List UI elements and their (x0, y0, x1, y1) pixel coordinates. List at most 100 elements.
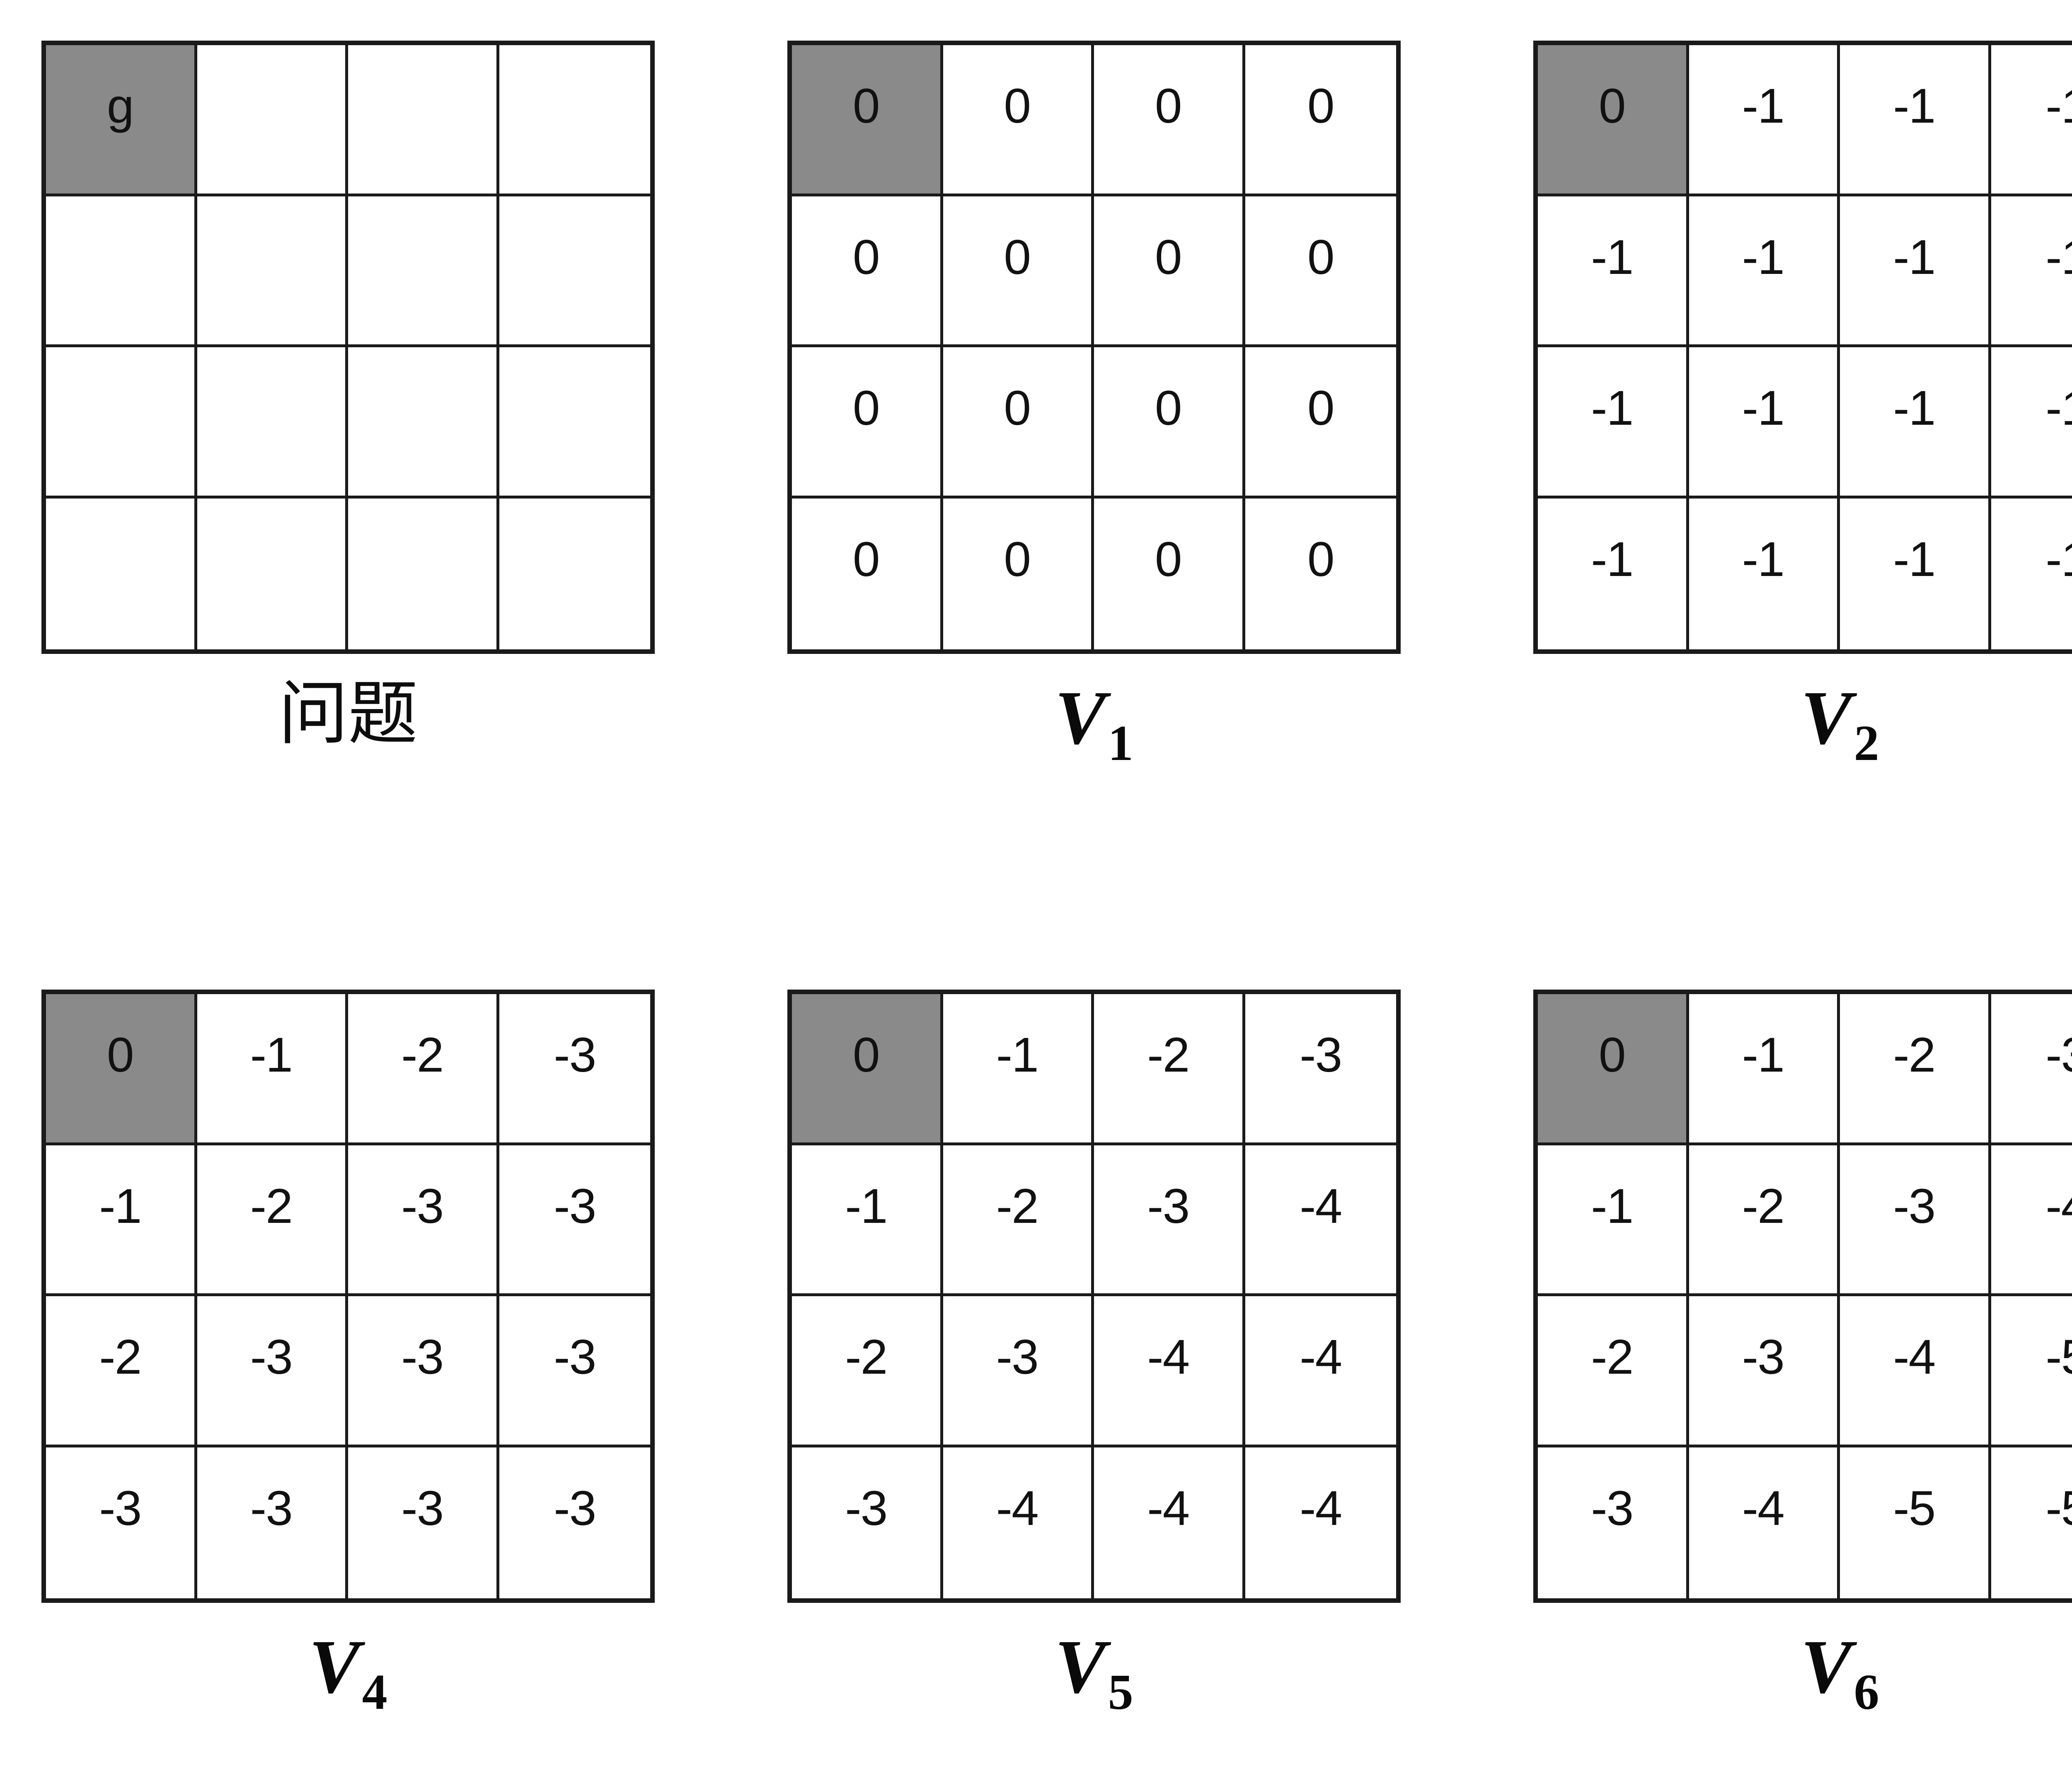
caption-text: 问题 (278, 676, 418, 753)
caption-subscript: 5 (1108, 1664, 1133, 1721)
caption-symbol: V5 (1055, 1624, 1133, 1718)
grid-cell: -3 (348, 1447, 499, 1598)
grid-cell (348, 347, 499, 499)
grid-cell: -3 (1840, 1145, 1991, 1296)
grid-cell: -3 (197, 1447, 348, 1598)
grid-cell: -1 (1538, 347, 1689, 499)
grid-cell (46, 196, 197, 347)
grid-caption-v4: V4 (41, 1629, 655, 1736)
grid-cell: -3 (792, 1447, 943, 1598)
grid-cell: -3 (197, 1296, 348, 1447)
grid-caption-problem: 问题 (41, 680, 655, 787)
grid-cell: -1 (1689, 994, 1840, 1145)
grid-caption-v6: V6 (1533, 1629, 2072, 1736)
grid-cell: 0 (792, 196, 943, 347)
grid-cell: -3 (499, 994, 650, 1145)
grid-cell: -3 (499, 1145, 650, 1296)
caption-base: V (309, 1624, 360, 1709)
grid-cell: 0 (943, 196, 1094, 347)
grid-cell: -1 (1538, 1145, 1689, 1296)
grid-cell: -2 (1689, 1145, 1840, 1296)
grid-panel-v6: 0-1-2-3-1-2-3-4-2-3-4-5-3-4-5-5V6 (1515, 949, 2072, 1774)
value-grid-problem: g (41, 41, 655, 654)
grid-cell (197, 196, 348, 347)
grid-cell (499, 347, 650, 499)
grid-cell: -3 (348, 1296, 499, 1447)
grid-cell: -1 (197, 994, 348, 1145)
caption-symbol: V2 (1801, 675, 1879, 769)
grid-cell: -1 (1689, 196, 1840, 347)
grid-cell: -3 (1245, 994, 1396, 1145)
caption-base: V (1055, 1624, 1106, 1709)
grid-cell: 0 (792, 45, 943, 196)
grid-cell (499, 45, 650, 196)
grid-cell: -4 (1991, 1145, 2072, 1296)
grid-cell (348, 196, 499, 347)
grid-cell: 0 (792, 347, 943, 499)
grid-cell: -1 (1991, 498, 2072, 649)
grid-cell (348, 498, 499, 649)
value-grid-v6: 0-1-2-3-1-2-3-4-2-3-4-5-3-4-5-5 (1533, 990, 2072, 1603)
grid-cell: -3 (943, 1296, 1094, 1447)
grid-cell: 0 (943, 498, 1094, 649)
value-grid-v2: 0-1-1-1-1-1-1-1-1-1-1-1-1-1-1-1 (1533, 41, 2072, 654)
grid-cell: -3 (1538, 1447, 1689, 1598)
caption-symbol: V4 (309, 1624, 387, 1718)
grid-cell (499, 498, 650, 649)
grid-cell: -1 (46, 1145, 197, 1296)
grid-cell: -2 (348, 994, 499, 1145)
grid-cell: 0 (1094, 498, 1245, 649)
grid-caption-v2: V2 (1533, 680, 2072, 787)
grid-cell: -1 (1840, 498, 1991, 649)
grid-cell: 0 (1245, 347, 1396, 499)
grid-cell: -4 (1689, 1447, 1840, 1598)
grid-cell: -1 (1840, 196, 1991, 347)
caption-subscript: 1 (1108, 715, 1133, 772)
grid-cell (197, 498, 348, 649)
grid-cell: -1 (1991, 347, 2072, 499)
grid-cell: -4 (1245, 1447, 1396, 1598)
grid-panel-problem: g 问题 (23, 0, 769, 949)
grid-cell: 0 (1245, 45, 1396, 196)
grid-cell: 0 (1245, 196, 1396, 347)
grid-cell (46, 347, 197, 499)
grid-cell: -2 (1538, 1296, 1689, 1447)
grid-cell: -3 (499, 1296, 650, 1447)
grid-cell: -4 (943, 1447, 1094, 1598)
grid-cell: 0 (792, 498, 943, 649)
grid-cell: -2 (197, 1145, 348, 1296)
grid-cell: 0 (1538, 994, 1689, 1145)
grid-cell: -1 (1689, 498, 1840, 649)
grid-cell: 0 (1094, 45, 1245, 196)
grid-cell: g (46, 45, 197, 196)
grid-cell: -3 (1689, 1296, 1840, 1447)
grid-cell: -2 (46, 1296, 197, 1447)
caption-base: V (1055, 675, 1106, 760)
grid-cell: -5 (1840, 1447, 1991, 1598)
caption-base: V (1801, 675, 1852, 760)
grid-cell (197, 347, 348, 499)
grid-cell: -1 (1689, 45, 1840, 196)
grid-caption-v5: V5 (787, 1629, 1401, 1736)
grid-cell: 0 (46, 994, 197, 1145)
caption-symbol: V1 (1055, 675, 1133, 769)
grid-cell: -3 (46, 1447, 197, 1598)
caption-subscript: 6 (1854, 1664, 1879, 1721)
grid-cell: -4 (1245, 1296, 1396, 1447)
grid-cell: -5 (1991, 1296, 2072, 1447)
grid-cell: -4 (1245, 1145, 1396, 1296)
grid-cell: 0 (1245, 498, 1396, 649)
grid-cell: -2 (1094, 994, 1245, 1145)
grid-panel-v2: 0-1-1-1-1-1-1-1-1-1-1-1-1-1-1-1V2 (1515, 0, 2072, 949)
grid-cell: -3 (1991, 994, 2072, 1145)
grid-cell: -1 (1991, 45, 2072, 196)
grid-cell: -1 (1840, 347, 1991, 499)
grid-cell (348, 45, 499, 196)
grid-cell: 0 (943, 347, 1094, 499)
caption-base: V (1801, 1624, 1852, 1709)
